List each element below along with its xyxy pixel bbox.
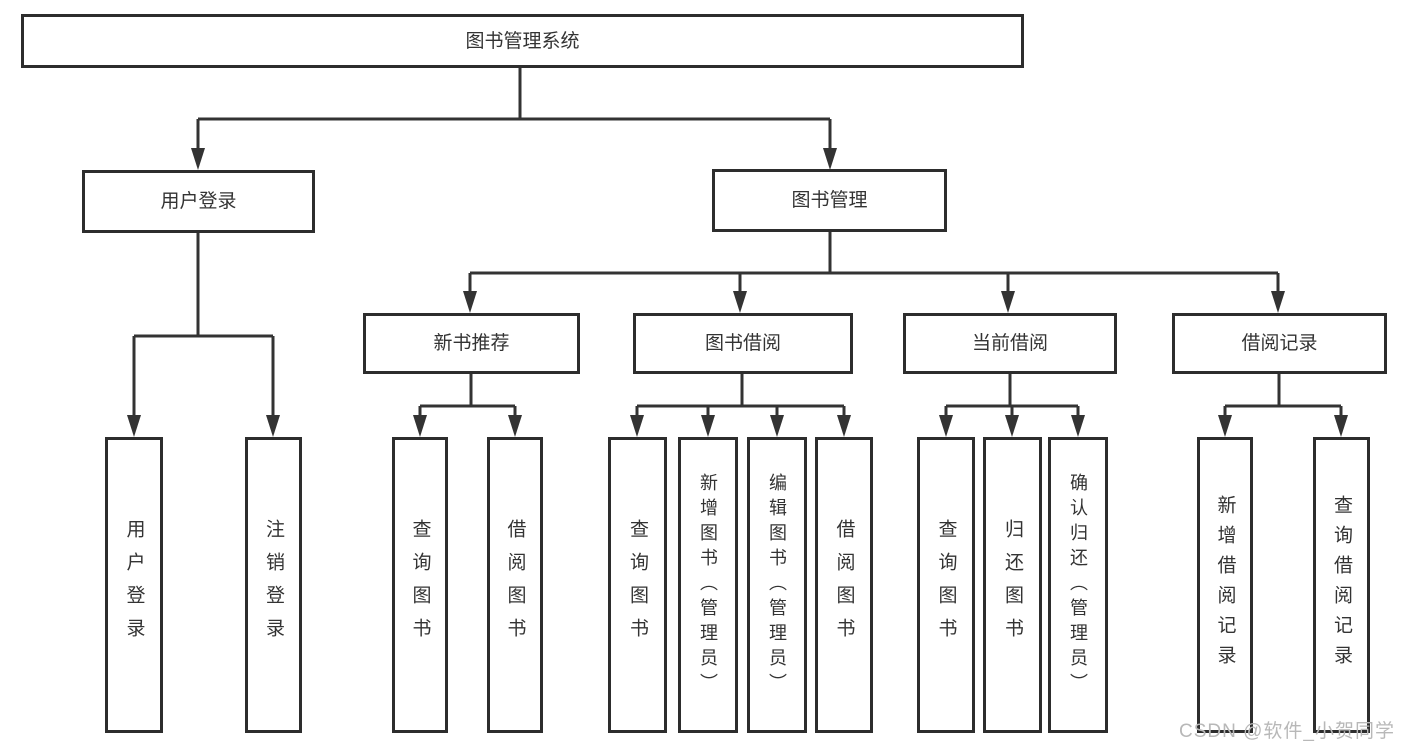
leaf-newbook-borrow-books: 借阅图书 — [487, 437, 543, 733]
node-current-borrow: 当前借阅 — [903, 313, 1117, 374]
node-user-login: 用户登录 — [82, 170, 315, 233]
leaf-add-borrow-record: 新增借阅记录 — [1197, 437, 1253, 733]
leaf-edit-books-admin-label: 编辑图书（管理员） — [767, 472, 787, 698]
leaf-borrow-query-books-label: 查询图书 — [627, 519, 648, 651]
leaf-confirm-return-admin: 确认归还（管理员） — [1048, 437, 1108, 733]
leaf-add-books-admin: 新增图书（管理员） — [678, 437, 738, 733]
node-book-borrow: 图书借阅 — [633, 313, 853, 374]
node-borrow-records: 借阅记录 — [1172, 313, 1387, 374]
leaf-newbook-query-books: 查询图书 — [392, 437, 448, 733]
leaf-query-borrow-record: 查询借阅记录 — [1313, 437, 1370, 733]
leaf-current-query-books: 查询图书 — [917, 437, 975, 733]
node-new-book-recommend: 新书推荐 — [363, 313, 580, 374]
csdn-watermark: CSDN @软件_小贺同学 — [1179, 721, 1395, 742]
leaf-confirm-return-admin-label: 确认归还（管理员） — [1068, 472, 1088, 698]
node-root-library-management-system: 图书管理系统 — [21, 14, 1024, 68]
leaf-add-books-admin-label: 新增图书（管理员） — [698, 472, 718, 698]
leaf-current-query-books-label: 查询图书 — [935, 519, 957, 651]
leaf-user-login-label: 用户登录 — [123, 519, 145, 651]
leaf-borrow-borrow-books: 借阅图书 — [815, 437, 873, 733]
leaf-newbook-query-books-label: 查询图书 — [409, 519, 431, 651]
leaf-return-books: 归还图书 — [983, 437, 1042, 733]
leaf-edit-books-admin: 编辑图书（管理员） — [747, 437, 807, 733]
leaf-return-books-label: 归还图书 — [1002, 519, 1023, 651]
node-book-management: 图书管理 — [712, 169, 947, 232]
leaf-user-login: 用户登录 — [105, 437, 163, 733]
leaf-borrow-query-books: 查询图书 — [608, 437, 667, 733]
leaf-add-borrow-record-label: 新增借阅记录 — [1214, 495, 1236, 675]
arrowheads — [127, 148, 1348, 437]
leaf-query-borrow-record-label: 查询借阅记录 — [1331, 495, 1352, 675]
leaf-logout: 注销登录 — [245, 437, 302, 733]
leaf-logout-label: 注销登录 — [263, 519, 284, 651]
leaf-newbook-borrow-books-label: 借阅图书 — [504, 519, 526, 651]
leaf-borrow-borrow-books-label: 借阅图书 — [833, 519, 855, 651]
